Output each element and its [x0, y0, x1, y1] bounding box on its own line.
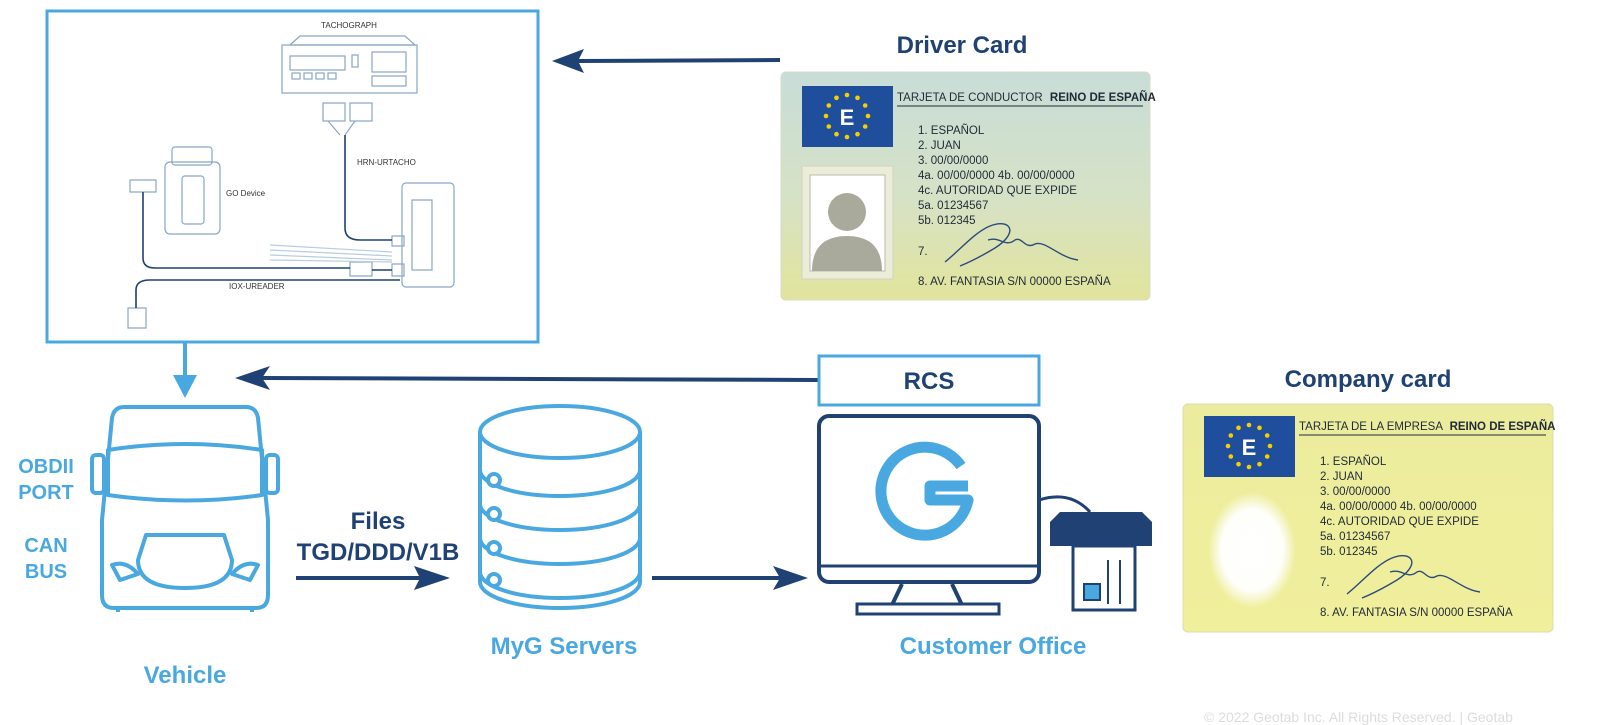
installation-frame [45, 9, 540, 344]
g-logo-icon [875, 441, 974, 541]
vehicle-port-labels: OBDII PORT CAN BUS [18, 456, 74, 583]
installation-panel: TACHOGRAPH GO Device HRN-URTACHO IOX-URE… [45, 9, 540, 344]
company-photo-placeholder [1208, 492, 1296, 608]
card-line: 4c. AUTORIDAD QUE EXPIDE [918, 185, 1077, 197]
driver-card-header-prefix: TARJETA DE CONDUCTOR [897, 92, 1043, 104]
card-line: 8. AV. FANTASIA S/N 00000 ESPAÑA [918, 275, 1111, 288]
card-line: 5a. 01234567 [1320, 531, 1390, 543]
eu-star-icon [862, 103, 868, 108]
copyright-footer: © 2022 Geotab Inc. All Rights Reserved. … [1204, 709, 1513, 725]
arrow-card-to-tachograph [552, 49, 781, 73]
card-line: 8. AV. FANTASIA S/N 00000 ESPAÑA [1320, 606, 1513, 619]
company-card-lines: 1. ESPAÑOL 2. JUAN 3. 00/00/0000 4a. 00/00/… [1320, 455, 1513, 619]
eu-star-icon [855, 95, 860, 101]
port-label-can: CAN [24, 535, 67, 557]
eu-star-icon [1257, 461, 1262, 467]
eu-star-icon [1267, 443, 1273, 449]
customer-office-label: Customer Office [900, 633, 1087, 660]
card-line: 4c. AUTORIDAD QUE EXPIDE [1320, 516, 1479, 528]
card-line: 3. 00/00/0000 [918, 155, 988, 167]
vehicle-label: Vehicle [144, 662, 227, 689]
rcs-label: RCS [904, 368, 955, 395]
eu-star-icon [844, 134, 850, 140]
driver-card-lines: 1. ESPAÑOL 2. JUAN 3. 00/00/0000 4a. 00/00/… [918, 124, 1111, 288]
eu-star-icon [826, 124, 832, 129]
driver-card: E TARJETA DE CONDUCTOR REINO DE ESPAÑA 1… [780, 71, 1156, 301]
driver-card-header-bold: REINO DE ESPAÑA [1050, 91, 1156, 104]
eu-star-icon [834, 131, 839, 137]
arrow-rcs-to-vehicle [235, 366, 819, 390]
eu-star-icon [826, 103, 832, 108]
go-device-label: GO Device [226, 189, 266, 198]
company-card-title: Company card [1285, 366, 1452, 393]
eu-star-icon [1236, 425, 1241, 431]
servers-label: MyG Servers [491, 633, 638, 660]
card-line: 5b. 012345 [1320, 546, 1378, 558]
database-icon [478, 404, 642, 610]
arrow-panel-to-vehicle [173, 343, 197, 398]
card-line: 4a. 00/00/0000 4b. 00/00/0000 [918, 170, 1075, 182]
driver-eu-flag: E [802, 86, 893, 147]
card-line: 3. 00/00/0000 [1320, 486, 1390, 498]
card-line: 5a. 01234567 [918, 200, 988, 212]
eu-star-icon [865, 113, 871, 119]
customer-office-computer [817, 414, 1092, 616]
driver-photo [801, 165, 894, 280]
company-card: E TARJETA DE LA EMPRESA REINO DE ESPAÑA … [1182, 403, 1555, 633]
reader-label: IOX-UREADER [229, 282, 285, 291]
file-formats-label: TGD/DDD/V1B [297, 539, 460, 566]
card-line: 1. ESPAÑOL [918, 124, 985, 137]
company-eu-flag: E [1204, 416, 1295, 477]
eu-star-icon [1236, 461, 1241, 467]
svg-text:E: E [1242, 435, 1257, 460]
port-label-obdii: OBDII [18, 456, 74, 478]
card-reader-icon [1050, 512, 1152, 612]
eu-star-icon [1257, 425, 1262, 431]
arrow-servers-to-office [652, 566, 808, 590]
arrow-vehicle-to-servers [296, 566, 450, 590]
eu-star-icon [1225, 443, 1231, 449]
card-line: 7. [1320, 577, 1330, 589]
svg-text:TARJETA DE CONDUCTOR REI: TARJETA DE CONDUCTOR REINO DE ESPAÑA [897, 91, 1156, 104]
card-line: 2. JUAN [1320, 471, 1363, 483]
eu-star-icon [1264, 433, 1270, 438]
company-card-header-bold: REINO DE ESPAÑA [1450, 420, 1556, 433]
driver-signature [944, 223, 1079, 267]
port-label-port: PORT [18, 482, 74, 504]
eu-star-icon [844, 92, 850, 98]
card-line: 2. JUAN [918, 140, 961, 152]
company-signature [1346, 555, 1481, 599]
card-line: 7. [918, 246, 928, 258]
eu-star-icon [1228, 433, 1234, 438]
eu-star-icon [1264, 454, 1270, 459]
eu-star-icon [1246, 422, 1252, 428]
eu-star-icon [855, 131, 860, 137]
eu-star-icon [834, 95, 839, 101]
eu-star-icon [1246, 464, 1252, 470]
eu-star-icon [823, 113, 829, 119]
installation-cables [135, 135, 400, 308]
svg-text:E: E [840, 105, 855, 130]
card-line: 4a. 00/00/0000 4b. 00/00/0000 [1320, 501, 1477, 513]
tachograph-unit [281, 35, 418, 136]
company-card-header-prefix: TARJETA DE LA EMPRESA [1299, 421, 1443, 433]
rcs-box: RCS [817, 354, 1041, 407]
driver-card-title: Driver Card [897, 32, 1028, 59]
svg-text:TARJETA DE LA EMPRESA RE: TARJETA DE LA EMPRESA REINO DE ESPAÑA [1299, 420, 1555, 433]
card-line: 1. ESPAÑOL [1320, 455, 1387, 468]
port-label-bus: BUS [25, 561, 67, 583]
eu-star-icon [1228, 454, 1234, 459]
harness-label: HRN-URTACHO [357, 158, 416, 167]
eu-star-icon [862, 124, 868, 129]
iox-reader-module [269, 182, 455, 288]
truck-icon [90, 405, 280, 612]
files-label: Files [351, 508, 406, 535]
tachograph-label: TACHOGRAPH [321, 21, 377, 30]
card-line: 5b. 012345 [918, 215, 976, 227]
